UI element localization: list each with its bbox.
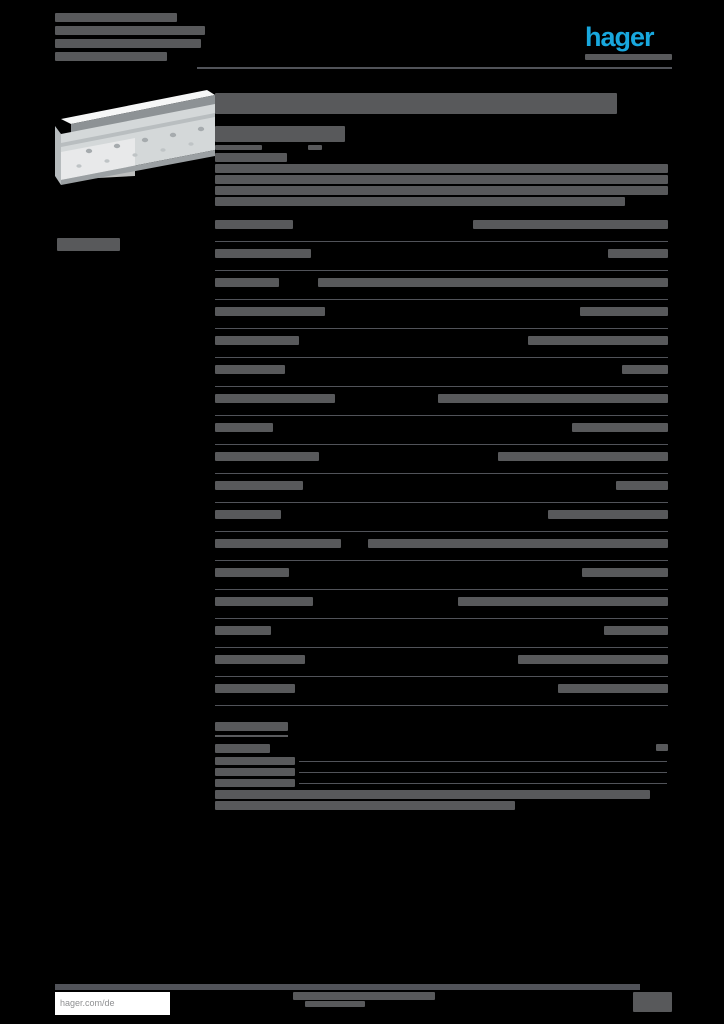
spec-value-redacted xyxy=(458,597,668,606)
spec-value-redacted xyxy=(318,278,668,287)
spec-value-redacted xyxy=(498,452,668,461)
footer-doc-info-redacted xyxy=(293,992,503,1010)
address-line-redacted xyxy=(55,52,167,61)
spec-label-redacted xyxy=(215,452,319,461)
section2-row-rule xyxy=(299,783,667,784)
footer-info-redacted xyxy=(293,992,435,1000)
spec-value-redacted xyxy=(558,684,668,693)
section2-heading-redacted xyxy=(215,744,270,753)
hager-logo-text: hager xyxy=(585,22,655,52)
margin-section-label-redacted xyxy=(57,238,120,251)
secondary-section xyxy=(215,744,668,814)
description-line-redacted xyxy=(215,175,668,184)
spec-value-redacted xyxy=(438,394,668,403)
characteristics-table xyxy=(215,220,668,716)
spec-value-redacted xyxy=(582,568,668,577)
spec-row-divider xyxy=(215,676,668,677)
spec-label-redacted xyxy=(215,481,303,490)
meta-fragment-redacted xyxy=(215,145,262,150)
spec-label-redacted xyxy=(215,684,295,693)
spec-row-divider xyxy=(215,473,668,474)
spec-row-divider xyxy=(215,415,668,416)
description-section xyxy=(215,145,668,207)
sender-address-block xyxy=(55,13,215,65)
product-photo-trunking xyxy=(55,88,215,195)
spec-row-divider xyxy=(215,299,668,300)
footer-page-number-redacted xyxy=(633,992,672,1012)
spec-label-redacted xyxy=(215,539,341,548)
spec-value-redacted xyxy=(608,249,668,258)
spec-value-redacted xyxy=(473,220,668,229)
section2-superscript-redacted xyxy=(656,744,668,751)
spec-value-redacted xyxy=(528,336,668,345)
spec-value-redacted xyxy=(616,481,668,490)
section2-text-redacted xyxy=(215,801,515,810)
spec-row-divider xyxy=(215,647,668,648)
spec-value-redacted xyxy=(604,626,668,635)
spec-label-redacted xyxy=(215,568,289,577)
address-line-redacted xyxy=(55,26,205,35)
section2-label-redacted xyxy=(215,757,295,765)
header-divider xyxy=(197,67,672,69)
spec-label-redacted xyxy=(215,249,311,258)
spec-row-divider xyxy=(215,386,668,387)
spec-row-divider xyxy=(215,357,668,358)
footer-info-redacted xyxy=(305,1001,365,1007)
spec-row-divider xyxy=(215,328,668,329)
section2-row-rule xyxy=(299,772,667,773)
spec-row-divider xyxy=(215,444,668,445)
description-line-redacted xyxy=(215,164,668,173)
trunking-3d-illustration xyxy=(55,90,215,185)
meta-fragment-redacted xyxy=(308,145,322,150)
hager-logo: hager xyxy=(585,22,675,54)
spec-row-divider xyxy=(215,270,668,271)
footer-divider-strip xyxy=(55,984,640,990)
spec-label-redacted xyxy=(215,307,325,316)
spec-label-redacted xyxy=(215,597,313,606)
spec-row-divider xyxy=(215,560,668,561)
spec-label-redacted xyxy=(215,626,271,635)
spec-row-divider xyxy=(215,705,668,706)
spec-row-divider xyxy=(215,618,668,619)
footer-domain-link[interactable]: hager.com/de xyxy=(60,998,115,1008)
spec-row-divider xyxy=(215,531,668,532)
spec-row-divider xyxy=(215,589,668,590)
address-line-redacted xyxy=(55,13,177,22)
description-line-redacted xyxy=(215,197,625,206)
spec-value-redacted xyxy=(368,539,668,548)
address-line-redacted xyxy=(55,39,201,48)
product-title-redacted xyxy=(215,93,617,114)
footer-domain-box[interactable]: hager.com/de xyxy=(55,992,170,1015)
section2-row-rule xyxy=(299,761,667,762)
description-line-redacted xyxy=(215,186,668,195)
spec-value-redacted xyxy=(548,510,668,519)
link-text-redacted xyxy=(215,722,288,731)
spec-label-redacted xyxy=(215,394,335,403)
spec-row-divider xyxy=(215,502,668,503)
link-underline xyxy=(215,735,288,737)
spec-label-redacted xyxy=(215,336,299,345)
section2-label-redacted xyxy=(215,779,295,787)
description-label-redacted xyxy=(215,153,287,162)
section2-text-redacted xyxy=(215,790,650,799)
spec-label-redacted xyxy=(215,365,285,374)
spec-label-redacted xyxy=(215,220,293,229)
spec-value-redacted xyxy=(572,423,668,432)
document-link-redacted[interactable] xyxy=(215,722,295,738)
spec-label-redacted xyxy=(215,655,305,664)
spec-row-divider xyxy=(215,241,668,242)
spec-value-redacted xyxy=(518,655,668,664)
product-reference-redacted xyxy=(215,126,345,142)
logo-tagline-redacted xyxy=(585,54,672,60)
section2-label-redacted xyxy=(215,768,295,776)
spec-label-redacted xyxy=(215,510,281,519)
spec-label-redacted xyxy=(215,278,279,287)
spec-label-redacted xyxy=(215,423,273,432)
spec-value-redacted xyxy=(622,365,668,374)
spec-value-redacted xyxy=(580,307,668,316)
